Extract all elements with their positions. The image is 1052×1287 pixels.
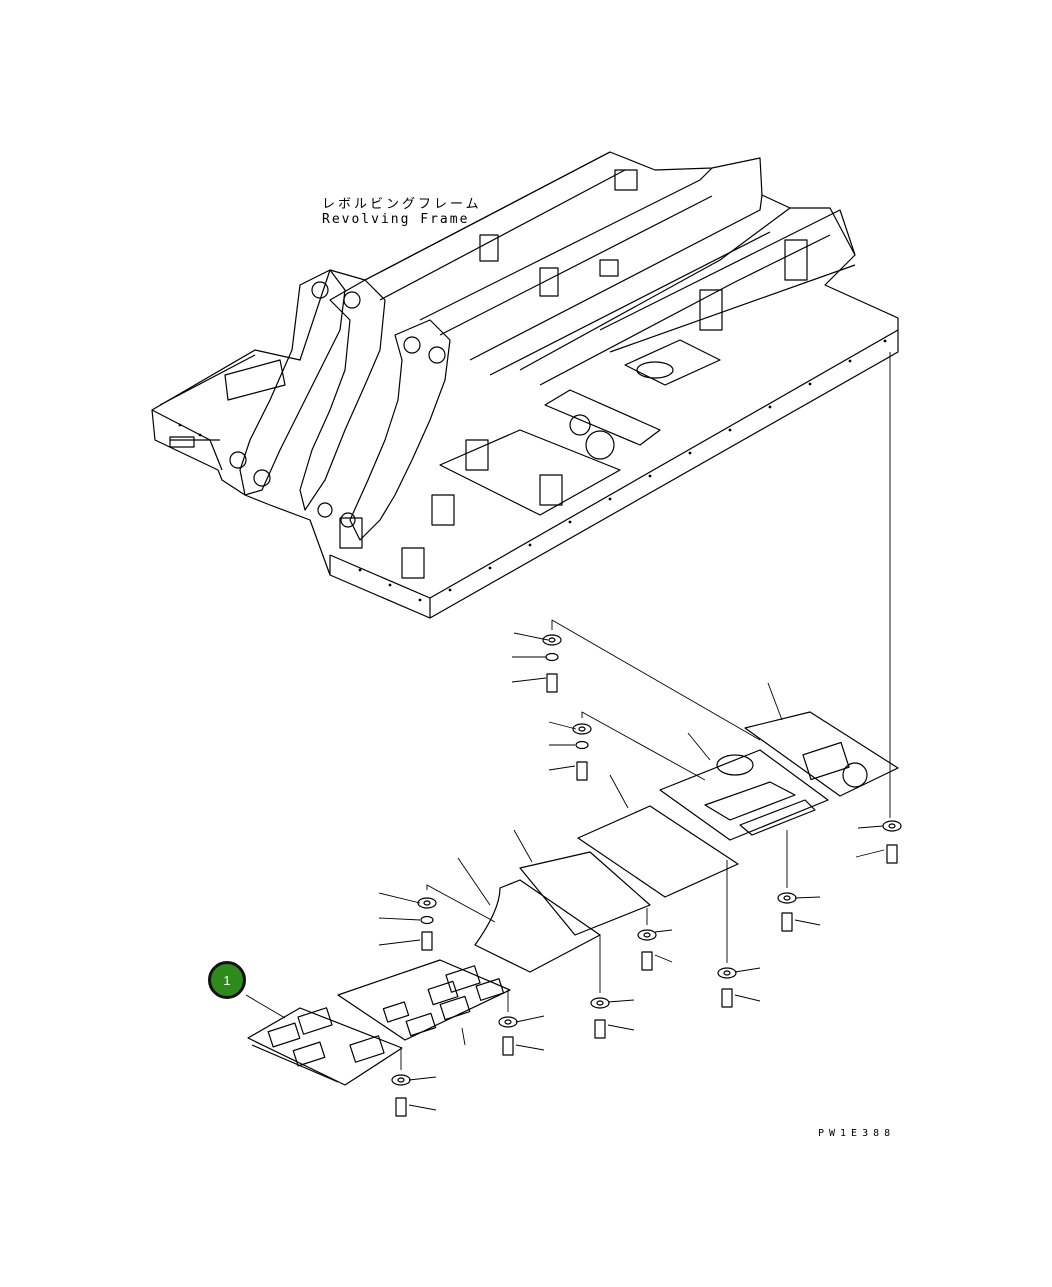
callout-number: 1 [223, 972, 231, 988]
frame-label-japanese: レボルビングフレーム [322, 197, 482, 212]
part-callout-1[interactable]: 1 [208, 961, 246, 999]
leader-lines [245, 352, 891, 1111]
revolving-frame [151, 151, 899, 619]
frame-label-english: Revolving Frame [322, 212, 470, 227]
fasteners [391, 634, 902, 1117]
drawing-number: PW1E388 [818, 1128, 896, 1139]
under-cover-plates [247, 711, 899, 1086]
